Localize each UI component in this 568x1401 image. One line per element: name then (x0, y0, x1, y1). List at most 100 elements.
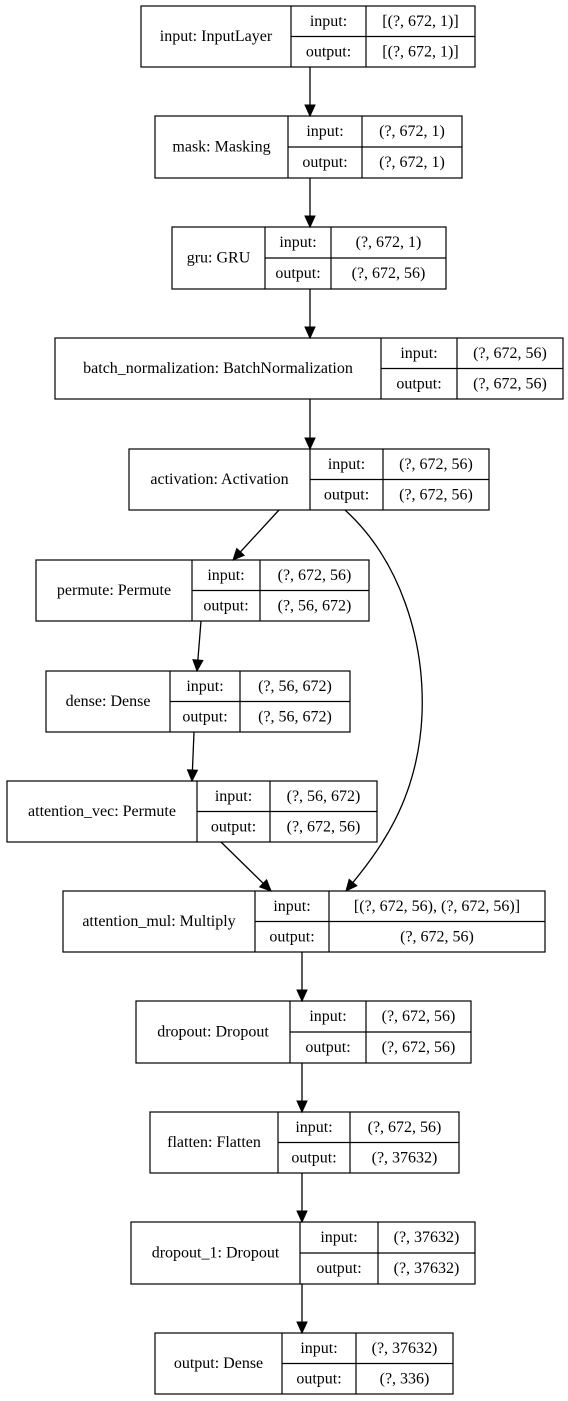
edges-layer (186, 67, 423, 1335)
output-shape: (?, 672, 56) (400, 928, 474, 945)
input-shape: (?, 672, 1) (356, 234, 422, 251)
output-shape: (?, 672, 56) (352, 265, 426, 282)
layer-node-mask: mask: Masking input: output: (?, 672, 1) (?,… (154, 115, 463, 179)
input-shape: (?, 672, 1) (379, 123, 445, 140)
edge-activation-to-attention-mul (344, 509, 423, 892)
input-key: input: (295, 1119, 332, 1136)
edge-dense-to-attention-vec (186, 731, 199, 783)
output-shape: (?, 672, 56) (473, 375, 547, 392)
output-key: output: (211, 818, 256, 835)
output-shape: (?, 37632) (394, 1260, 460, 1277)
input-key: input: (309, 1008, 346, 1025)
layer-label: gru: GRU (187, 250, 251, 267)
layer-node-permute: permute: Permute input: output: (?, 672, 56… (35, 559, 370, 622)
output-shape: (?, 672, 56) (382, 1039, 456, 1056)
edge-flatten-to-dropout-1 (296, 1173, 308, 1224)
input-key: input: (279, 234, 316, 251)
edge-dropout-1-to-output (296, 1284, 308, 1335)
input-key: input: (320, 1229, 357, 1246)
layer-label: permute: Permute (57, 582, 171, 599)
output-shape: (?, 37632) (372, 1149, 438, 1166)
output-shape: (?, 56, 672) (258, 708, 332, 725)
arrowhead (304, 437, 316, 451)
layer-label: flatten: Flatten (167, 1134, 261, 1151)
layer-label: batch_normalization: BatchNormalization (83, 360, 353, 377)
output-shape: (?, 56, 672) (278, 597, 352, 614)
edge-permute-to-dense (192, 620, 204, 673)
edge-input-to-mask (304, 67, 316, 118)
arrowhead (192, 659, 204, 673)
output-key: output: (396, 375, 441, 392)
input-key: input: (306, 123, 343, 140)
layer-label: dense: Dense (66, 693, 151, 710)
layer-node-gru: gru: GRU input: output: (?, 672, 1) (?, 672,… (171, 226, 447, 290)
input-shape: (?, 56, 672) (287, 788, 361, 805)
input-key: input: (207, 567, 244, 584)
input-shape: [(?, 672, 1)] (382, 13, 458, 30)
input-shape: (?, 672, 56) (473, 345, 547, 362)
layer-node-batch-normalization: batch_normalization: BatchNormalization i… (54, 337, 564, 400)
arrowhead (304, 104, 316, 118)
layer-node-attention-vec: attention_vec: Permute input: output: (?, 5… (6, 780, 378, 843)
arrowhead (296, 989, 308, 1003)
output-key: output: (306, 43, 351, 60)
layer-label: mask: Masking (172, 139, 270, 156)
layer-node-attention-mul: attention_mul: Multiply input: output: [(?,… (62, 890, 546, 953)
output-key: output: (269, 928, 314, 945)
edge-line (344, 509, 423, 892)
output-shape: (?, 672, 56) (287, 818, 361, 835)
layer-label: attention_mul: Multiply (82, 913, 235, 930)
arrowhead (304, 326, 316, 340)
edge-attention-mul-to-dropout (296, 952, 308, 1003)
input-key: input: (273, 898, 310, 915)
edge-batch-normalization-to-activation (304, 399, 316, 451)
arrowhead (258, 878, 272, 892)
input-key: input: (310, 13, 347, 30)
output-key: output: (275, 265, 320, 282)
input-key: input: (186, 678, 223, 695)
input-shape: (?, 37632) (372, 1340, 438, 1357)
input-shape: (?, 672, 56) (368, 1119, 442, 1136)
layer-node-dropout-1: dropout_1: Dropout input: output: (?, 37632… (130, 1221, 476, 1285)
output-shape: (?, 336) (380, 1370, 430, 1387)
output-key: output: (324, 486, 369, 503)
input-shape: (?, 56, 672) (258, 678, 332, 695)
arrowhead (304, 215, 316, 229)
output-key: output: (316, 1260, 361, 1277)
input-shape: (?, 672, 56) (399, 456, 473, 473)
input-key: input: (215, 788, 252, 805)
edge-dropout-to-flatten (296, 1063, 308, 1114)
output-key: output: (305, 1039, 350, 1056)
layer-label: dropout_1: Dropout (152, 1245, 280, 1262)
arrowhead (186, 769, 199, 783)
nodes-layer: input: InputLayer input: output: [(?, 672, … (6, 5, 564, 1395)
output-shape: (?, 672, 56) (399, 486, 473, 503)
output-key: output: (296, 1370, 341, 1387)
layer-label: dropout: Dropout (157, 1024, 269, 1041)
edge-line (220, 841, 272, 892)
output-shape: (?, 672, 1) (379, 154, 445, 171)
output-key: output: (302, 154, 347, 171)
input-key: input: (400, 345, 437, 362)
output-shape: [(?, 672, 1)] (382, 43, 458, 60)
edge-gru-to-batch-normalization (304, 289, 316, 340)
layer-label: input: InputLayer (160, 28, 273, 45)
input-shape: (?, 672, 56) (278, 567, 352, 584)
layer-label: output: Dense (174, 1355, 263, 1372)
arrowhead (296, 1210, 308, 1224)
layer-label: attention_vec: Permute (28, 803, 176, 820)
arrowhead (345, 878, 358, 892)
output-key: output: (203, 597, 248, 614)
layer-node-input: input: InputLayer input: output: [(?, 672, … (140, 5, 476, 68)
input-key: input: (328, 456, 365, 473)
layer-node-dropout: dropout: Dropout input: output: (?, 672, 56… (135, 1000, 472, 1064)
arrowhead (296, 1100, 308, 1114)
input-shape: (?, 37632) (394, 1229, 460, 1246)
edge-mask-to-gru (304, 178, 316, 229)
input-shape: [(?, 672, 56), (?, 672, 56)] (354, 898, 520, 915)
